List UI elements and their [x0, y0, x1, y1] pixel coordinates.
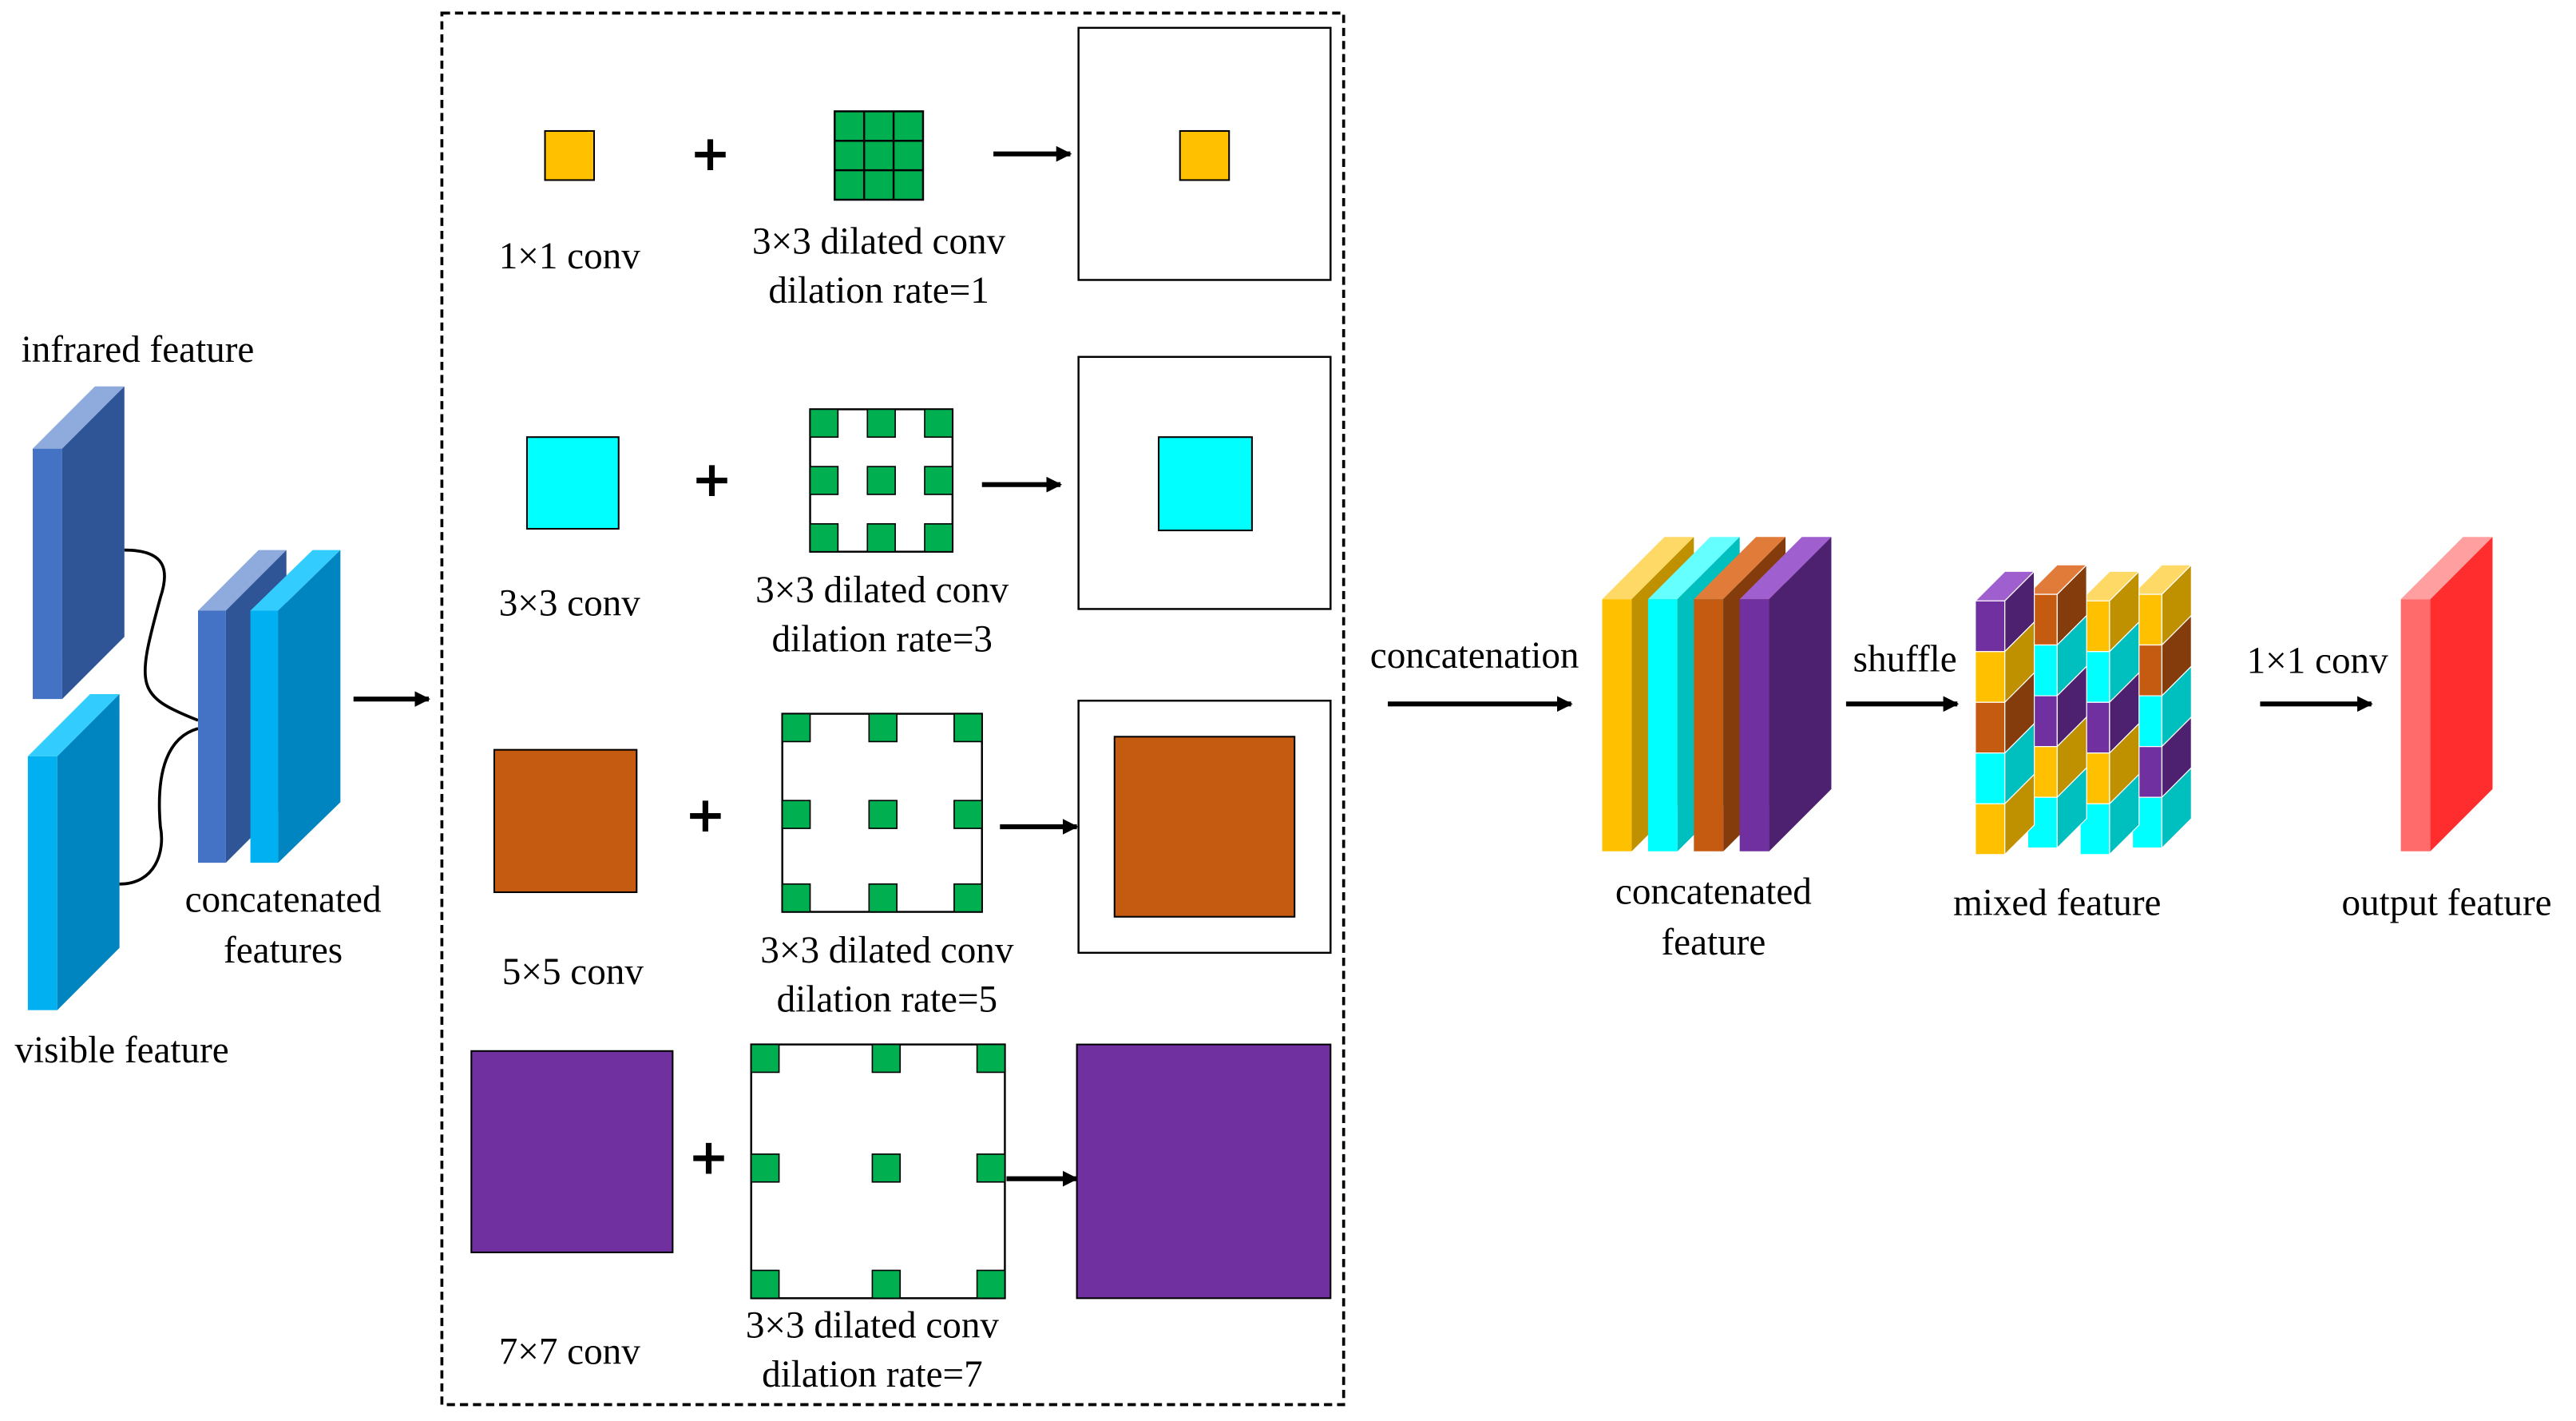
kernel-7x7-label: 7×7 conv: [499, 1331, 641, 1372]
branch-1: + 1×1 conv 3×3 dilated conv dilation rat…: [499, 26, 1332, 312]
concatenation-label: concatenation: [1370, 635, 1579, 677]
kernel-3x3: [525, 436, 620, 530]
branch-2: + 3×3 conv 3×3 dilated conv dilation rat…: [499, 355, 1332, 661]
output-feature-label: output feature: [2342, 883, 2552, 924]
concatenated-features-label-1: concatenated: [185, 879, 382, 921]
dilated-1-label-line2: dilation rate=1: [768, 270, 989, 312]
plus-icon: +: [685, 787, 727, 843]
dilated-7-label-line1: 3×3 dilated conv: [746, 1304, 1000, 1346]
kernel-5x5: [493, 748, 638, 894]
receptive-field-1-fill: [1179, 129, 1231, 181]
kernel-7x7: [470, 1050, 674, 1253]
dilated-kernel-rate-7: [750, 1043, 1006, 1300]
kernel-1x1: [544, 129, 596, 181]
concatenated-features-label-2: features: [224, 930, 343, 971]
concatenated-feature-label-1: concatenated: [1615, 871, 1812, 912]
plus-icon: +: [692, 451, 733, 508]
plus-icon: +: [690, 125, 731, 182]
branch-3: + 5×5 conv 3×3 dilated conv dilation rat…: [493, 699, 1332, 1021]
visible-feature-block: [27, 694, 120, 1010]
infrared-feature-block: [33, 386, 125, 700]
visible-feature-label: visible feature: [14, 1030, 228, 1071]
bracket-connector: [119, 548, 199, 886]
concatenated-feature-label-2: feature: [1661, 922, 1766, 963]
dilated-kernel-rate-3: [809, 408, 954, 553]
dilated-3-label-line1: 3×3 dilated conv: [755, 570, 1009, 611]
receptive-field-3-fill: [1113, 736, 1296, 918]
dilated-kernel-rate-5: [781, 712, 983, 913]
mixed-feature-block: [1974, 563, 2193, 856]
conv-1x1-label: 1×1 conv: [2247, 640, 2389, 681]
receptive-field-4-fill: [1076, 1043, 1332, 1300]
dilated-3-label-line2: dilation rate=3: [771, 619, 993, 661]
receptive-field-2-fill: [1158, 436, 1253, 532]
dilated-5-label-line2: dilation rate=5: [777, 979, 998, 1021]
concatenated-features-block: [198, 550, 341, 863]
shuffle-label: shuffle: [1853, 638, 1957, 680]
multi-scale-panel: [440, 11, 1345, 1407]
branch-4: + 7×7 conv 3×3 dilated conv dilation rat…: [470, 1043, 1332, 1395]
kernel-5x5-label: 5×5 conv: [502, 951, 644, 993]
dilated-7-label-line2: dilation rate=7: [762, 1354, 983, 1395]
concatenated-feature-block: [1602, 537, 1832, 851]
kernel-3x3-label: 3×3 conv: [499, 583, 641, 625]
dilated-5-label-line1: 3×3 dilated conv: [760, 930, 1014, 971]
mixed-feature-label: mixed feature: [1953, 883, 2161, 924]
dilated-1-label-line1: 3×3 dilated conv: [752, 221, 1006, 263]
output-feature-block: [2400, 537, 2493, 851]
plus-icon: +: [688, 1129, 730, 1186]
dilated-kernel-rate-1: [834, 110, 925, 201]
kernel-1x1-label: 1×1 conv: [499, 236, 641, 277]
infrared-feature-label: infrared feature: [22, 329, 255, 371]
